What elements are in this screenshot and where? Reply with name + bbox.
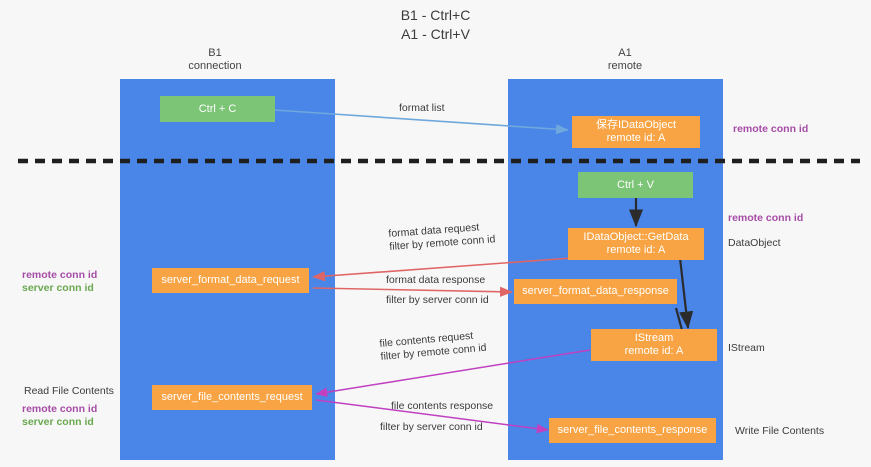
- node-server-format-data-response[interactable]: server_format_data_response: [514, 279, 677, 304]
- node-ctrl-v-label: Ctrl + V: [617, 178, 654, 191]
- edge-label-file-contents-response: file contents response filter by server …: [380, 400, 494, 434]
- node-server-file-contents-response-label: server_file_contents_response: [557, 424, 708, 436]
- edge-label-format-list: format list: [399, 102, 445, 114]
- lane-header-b1-sub: connection: [188, 60, 242, 72]
- node-istream[interactable]: IStream remote id: A: [591, 329, 717, 361]
- node-server-format-data-request[interactable]: server_format_data_request: [152, 268, 309, 293]
- node-getdata-line-2: remote id: A: [606, 244, 666, 256]
- side-label-left-remote-conn-id-mid: remote conn id: [22, 269, 98, 281]
- node-server-file-contents-request-label: server_file_contents_request: [161, 391, 303, 403]
- node-istream-line-2: remote id: A: [624, 345, 684, 357]
- edge-label-format-data-response-text: format data response: [386, 274, 486, 286]
- filter-key-server-conn-id: server conn id: [422, 294, 489, 306]
- filter-prefix: filter by: [380, 421, 417, 433]
- node-ctrl-v[interactable]: Ctrl + V: [578, 172, 693, 198]
- side-label-left-server-conn-id-bot: server conn id: [22, 416, 94, 428]
- side-label-read-file-contents: Read File Contents: [24, 385, 114, 397]
- filter-prefix: filter by: [386, 294, 423, 306]
- edge-label-format-data-response: format data response filter by server co…: [386, 274, 489, 307]
- filter-prefix: filter by: [380, 347, 418, 363]
- node-server-format-data-response-label: server_format_data_response: [522, 285, 669, 297]
- node-idataobject-line-1: 保存IDataObject: [595, 119, 677, 131]
- node-server-format-data-request-label: server_format_data_request: [161, 274, 300, 286]
- node-ctrl-c-label: Ctrl + C: [198, 102, 237, 115]
- lane-header-a1-name: A1: [618, 47, 632, 59]
- filter-key-server-conn-id: server conn id: [416, 421, 483, 433]
- diagram-title-line-2: A1 - Ctrl+V: [401, 26, 470, 42]
- node-getdata-line-1: IDataObject::GetData: [583, 231, 689, 243]
- edge-label-format-data-request: format data request filter by remote con…: [388, 220, 496, 254]
- filter-prefix: filter by: [388, 238, 427, 253]
- node-server-file-contents-response[interactable]: server_file_contents_response: [549, 418, 716, 443]
- side-label-remote-conn-id-mid: remote conn id: [728, 212, 804, 224]
- edge-label-file-contents-response-filter: filter by server conn id: [380, 421, 493, 434]
- diagram-title-line-1: B1 - Ctrl+C: [400, 7, 471, 23]
- edge-label-format-data-response-filter: filter by server conn id: [386, 294, 489, 307]
- lane-header-a1-sub: remote: [607, 60, 643, 72]
- node-istream-line-1: IStream: [634, 332, 674, 344]
- side-label-left-remote-conn-id-bot: remote conn id: [22, 403, 98, 415]
- lane-header-b1: B1 connection: [150, 47, 280, 73]
- side-label-remote-conn-id-top: remote conn id: [733, 123, 809, 135]
- side-label-left-server-conn-id-mid: server conn id: [22, 282, 94, 294]
- diagram-title: B1 - Ctrl+C A1 - Ctrl+V: [0, 6, 871, 44]
- side-label-write-file-contents: Write File Contents: [735, 425, 825, 437]
- edge-label-file-contents-response-text: file contents response: [391, 400, 494, 412]
- side-label-dataobject: DataObject: [728, 237, 781, 249]
- node-idataobject-line-2: remote id: A: [606, 132, 666, 144]
- side-label-istream: IStream: [728, 342, 765, 354]
- node-ctrl-c[interactable]: Ctrl + C: [160, 96, 275, 122]
- lane-header-b1-name: B1: [208, 47, 222, 59]
- node-server-file-contents-request[interactable]: server_file_contents_request: [152, 385, 312, 410]
- lane-header-a1: A1 remote: [560, 47, 690, 73]
- node-idataobject-getdata[interactable]: IDataObject::GetData remote id: A: [568, 228, 704, 260]
- edge-label-file-contents-request: file contents request filter by remote c…: [379, 329, 487, 364]
- node-idataobject[interactable]: 保存IDataObject remote id: A: [572, 116, 700, 148]
